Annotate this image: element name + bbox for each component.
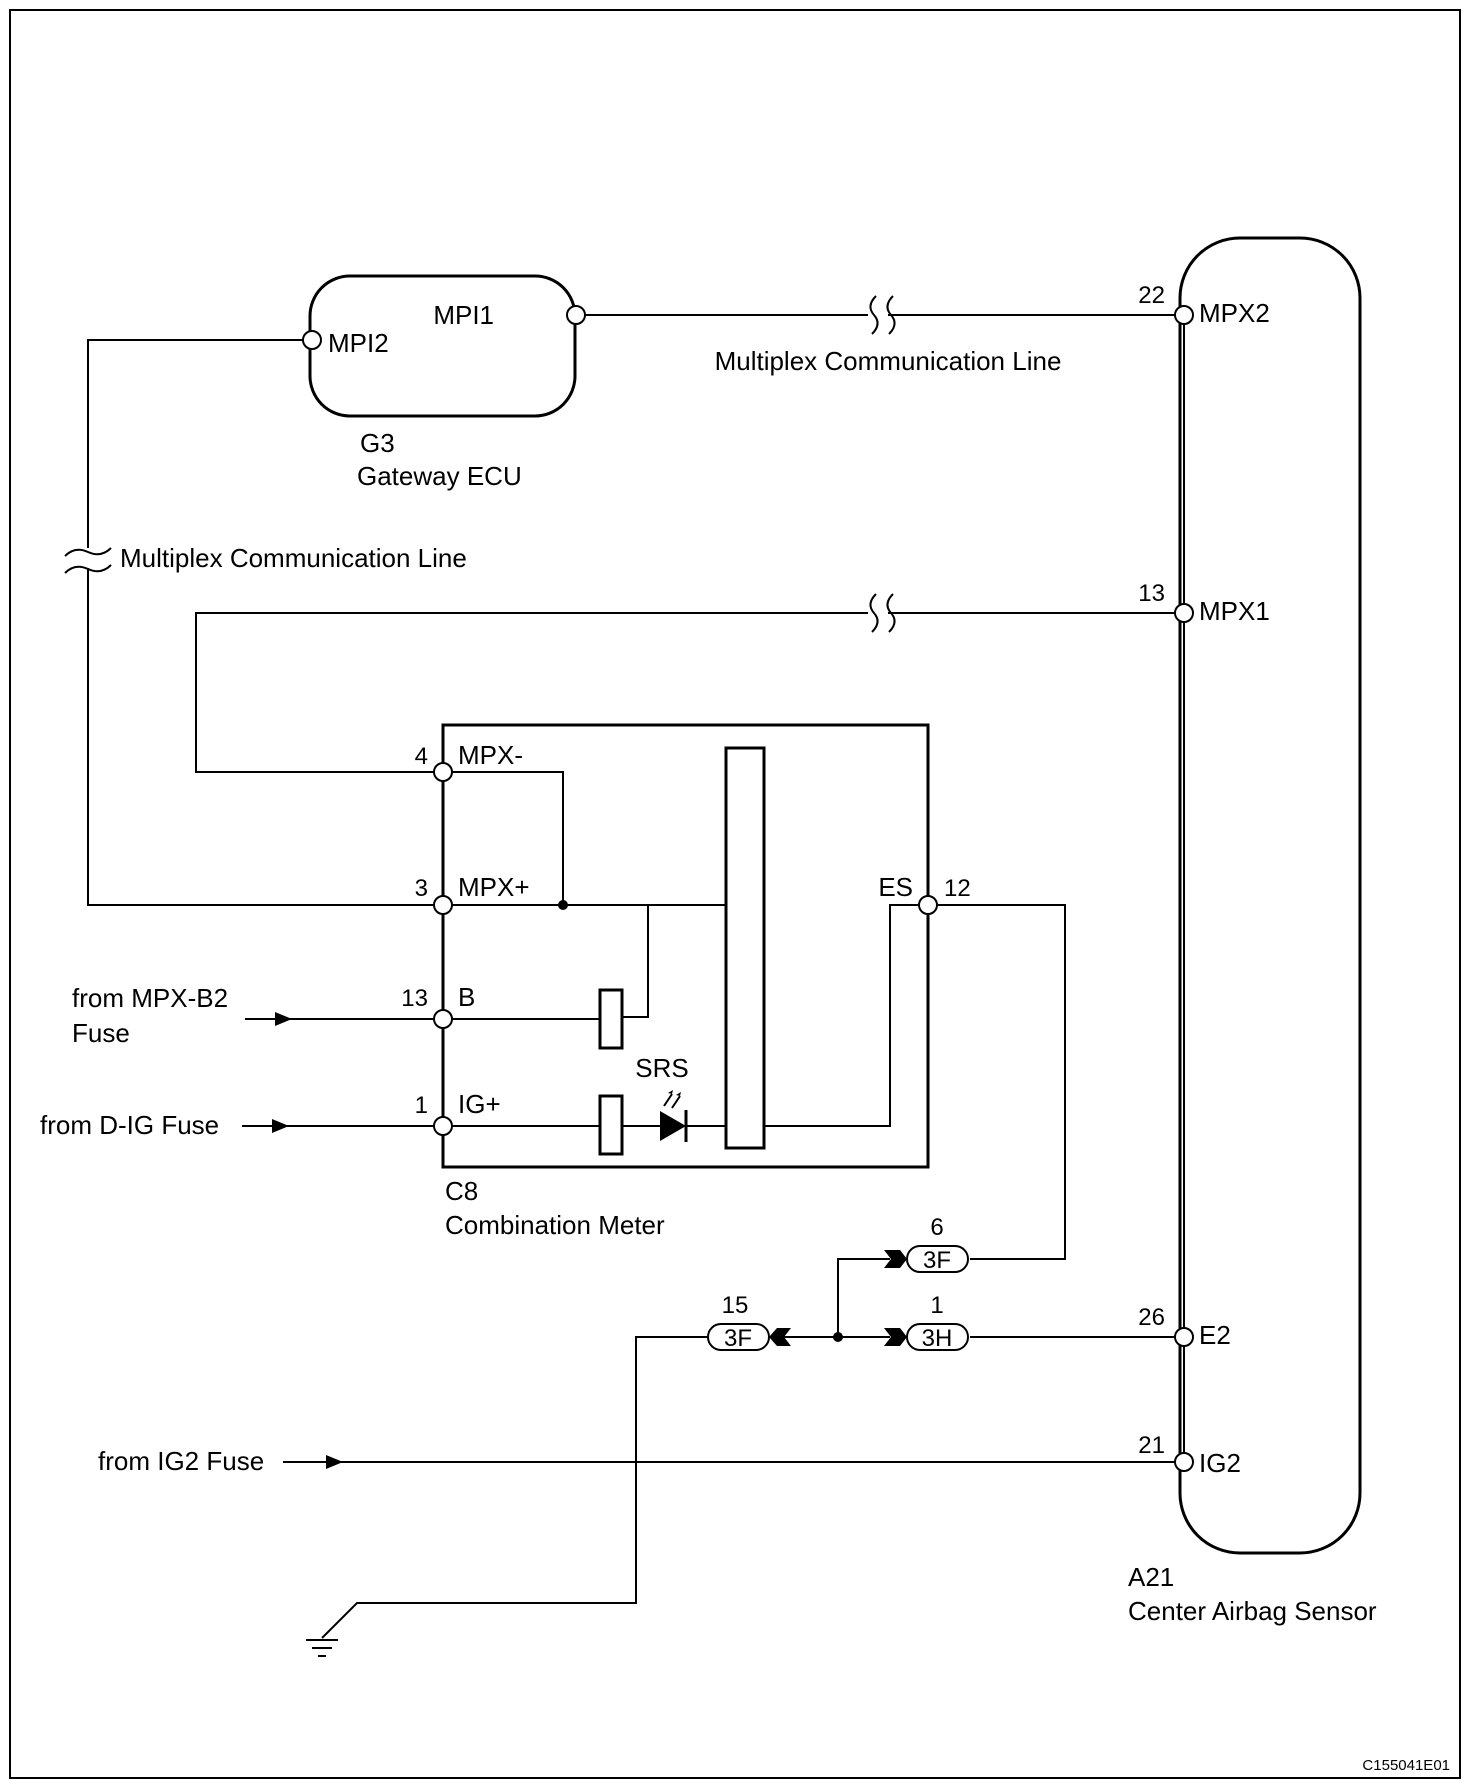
ic-to-es-wire	[764, 904, 928, 1127]
multiplex-line-left-label: Multiplex Communication Line	[120, 543, 467, 573]
source-mpx-b2-line1: from MPX-B2	[72, 983, 228, 1013]
pin-mpx-minus-label: MPX-	[458, 740, 523, 770]
pin-mpi2-label: MPI2	[328, 328, 389, 358]
pin-ig2-number: 21	[1138, 1432, 1165, 1459]
pin-ig-plus-label: IG+	[458, 1089, 501, 1119]
terminal-e2	[1174, 1327, 1194, 1347]
pin-mpx-minus-number: 4	[415, 743, 428, 770]
gateway-ecu-name: Gateway ECU	[357, 461, 522, 491]
combination-meter-name: Combination Meter	[445, 1210, 665, 1240]
ig-feed-arrow-icon	[272, 1119, 289, 1133]
pin-mpx-plus-label: MPX+	[458, 872, 530, 902]
connector-3f-pin15	[707, 1323, 791, 1351]
pin-ig-plus-number: 1	[415, 1092, 428, 1119]
connector-3h-pin1-code: 3H	[922, 1325, 953, 1352]
ground-wire	[321, 1336, 708, 1639]
pin-ig2-label: IG2	[1199, 1448, 1241, 1478]
terminal-es	[918, 895, 938, 915]
connector-3h-pin1-number: 1	[930, 1292, 943, 1319]
combination-meter-box	[441, 723, 930, 1169]
multiplex-line-top-label: Multiplex Communication Line	[715, 346, 1062, 376]
terminal-mpx2	[1174, 305, 1194, 325]
pin-mpx2-label: MPX2	[1199, 298, 1270, 328]
connector-3f-pin15-code: 3F	[724, 1325, 752, 1352]
terminal-mpi1	[566, 305, 586, 325]
gateway-ecu-code: G3	[360, 428, 395, 458]
mpx-minus-internal-wire	[443, 771, 564, 905]
mpx-to-resistor-wire	[622, 905, 649, 1018]
connector-3f-pin15-number: 15	[722, 1292, 749, 1319]
pin-mpi1-label: MPI1	[433, 300, 494, 330]
diagram-frame	[9, 9, 1461, 1779]
pin-mpx-plus-number: 3	[415, 875, 428, 902]
ground-junction-wire	[837, 1258, 890, 1337]
ig2-feed-arrow-icon	[326, 1455, 343, 1469]
connector-3f-pin6	[884, 1245, 969, 1273]
terminal-mpx-minus	[433, 762, 453, 782]
es-to-3f-wire	[928, 904, 1066, 1260]
pin-mpx1-number: 13	[1138, 580, 1165, 607]
terminal-ig2	[1174, 1452, 1194, 1472]
pin-e2-number: 26	[1138, 1304, 1165, 1331]
connector-3f-pin6-number: 6	[930, 1214, 943, 1241]
terminal-ig-plus	[433, 1116, 453, 1136]
b-feed-arrow-icon	[275, 1012, 292, 1026]
pin-b-label: B	[458, 982, 475, 1012]
srs-indicator-label: SRS	[635, 1053, 688, 1083]
combination-meter-code: C8	[445, 1176, 478, 1206]
airbag-sensor-box	[1178, 236, 1362, 1555]
pin-b-number: 13	[401, 985, 428, 1012]
terminal-b	[433, 1009, 453, 1029]
pin-mpx2-number: 22	[1138, 282, 1165, 309]
source-d-ig: from D-IG Fuse	[40, 1110, 219, 1140]
figure-id: C155041E01	[1362, 1757, 1450, 1774]
b-resistor	[598, 988, 624, 1050]
connector-3f-pin6-code: 3F	[923, 1247, 951, 1274]
multiplex-line-left	[64, 339, 443, 906]
pin-e2-label: E2	[1199, 1320, 1231, 1350]
airbag-sensor-name: Center Airbag Sensor	[1128, 1596, 1377, 1626]
airbag-sensor-code: A21	[1128, 1562, 1174, 1592]
terminal-mpx-plus	[433, 895, 453, 915]
source-ig2: from IG2 Fuse	[98, 1446, 264, 1476]
pin-es-label: ES	[878, 872, 913, 902]
ig-resistor	[598, 1094, 624, 1156]
terminal-mpx1	[1174, 603, 1194, 623]
meter-internal-ic	[724, 746, 766, 1150]
multiplex-line-top	[576, 295, 1180, 335]
source-mpx-b2-line2: Fuse	[72, 1018, 130, 1048]
pin-mpx1-label: MPX1	[1199, 596, 1270, 626]
ground-icon	[306, 1639, 338, 1657]
srs-led-icon	[660, 1090, 688, 1142]
terminal-mpi2	[302, 330, 322, 350]
mpx1-to-meter-wire	[195, 593, 1180, 773]
connector-3h-pin1	[884, 1323, 969, 1351]
pin-es-number: 12	[944, 875, 971, 902]
